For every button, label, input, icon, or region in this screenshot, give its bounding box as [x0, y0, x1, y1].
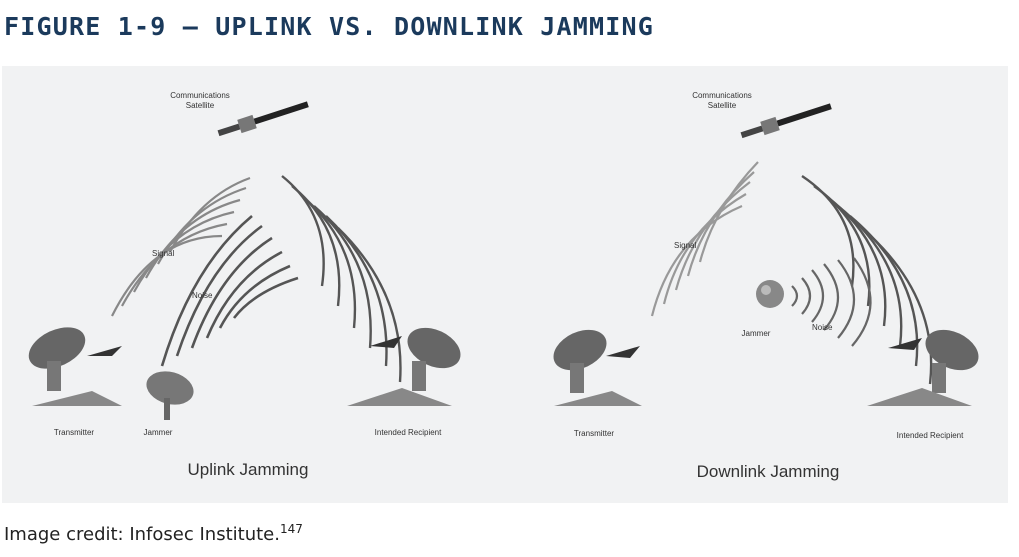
recipient-dish-icon	[867, 329, 979, 406]
transmitter-label: Transmitter	[54, 428, 94, 437]
satellite-icon	[740, 103, 832, 139]
image-credit-text: Image credit: Infosec Institute.	[4, 524, 280, 545]
satellite-label-line1: Communications	[692, 91, 752, 100]
jammer-label: Jammer	[742, 329, 771, 338]
satellite-icon	[217, 101, 309, 137]
jammer-noise-waves	[791, 257, 872, 347]
downlink-caption: Downlink Jamming	[697, 462, 840, 481]
jamming-diagram: Communications Satellite Signal Noise	[2, 66, 1008, 503]
uplink-caption: Uplink Jamming	[188, 460, 309, 479]
transmitter-dish-icon	[553, 329, 642, 406]
noise-label: Noise	[192, 291, 213, 300]
uplink-panel: Communications Satellite Signal Noise	[28, 91, 461, 479]
satellite-label-line1: Communications	[170, 91, 230, 100]
recipient-label: Intended Recipient	[375, 428, 442, 437]
downlink-panel: Communications Satellite Signal Noise Ja…	[553, 91, 979, 481]
jamming-diagram-svg: Communications Satellite Signal Noise	[28, 91, 979, 481]
recipient-dish-icon	[347, 327, 461, 406]
satellite-label-line2: Satellite	[708, 101, 737, 110]
jammer-dish-icon	[756, 280, 784, 308]
jammer-noise-waves	[160, 215, 299, 367]
signal-label: Signal	[152, 249, 174, 258]
uplink-signal-waves	[111, 176, 251, 317]
footnote-marker: 147	[279, 522, 303, 536]
uplink-signal-waves	[650, 161, 759, 317]
jammer-label: Jammer	[144, 428, 173, 437]
recipient-label: Intended Recipient	[897, 431, 964, 440]
transmitter-label: Transmitter	[574, 429, 614, 438]
satellite-label-line2: Satellite	[186, 101, 215, 110]
downlink-waves	[281, 175, 402, 383]
jammer-dish-icon	[146, 371, 194, 420]
figure-title: FIGURE 1-9 — UPLINK VS. DOWNLINK JAMMING	[4, 12, 655, 41]
signal-label: Signal	[674, 241, 696, 250]
image-credit: Image credit: Infosec Institute.147	[4, 522, 303, 545]
transmitter-dish-icon	[28, 327, 122, 406]
noise-label: Noise	[812, 323, 833, 332]
